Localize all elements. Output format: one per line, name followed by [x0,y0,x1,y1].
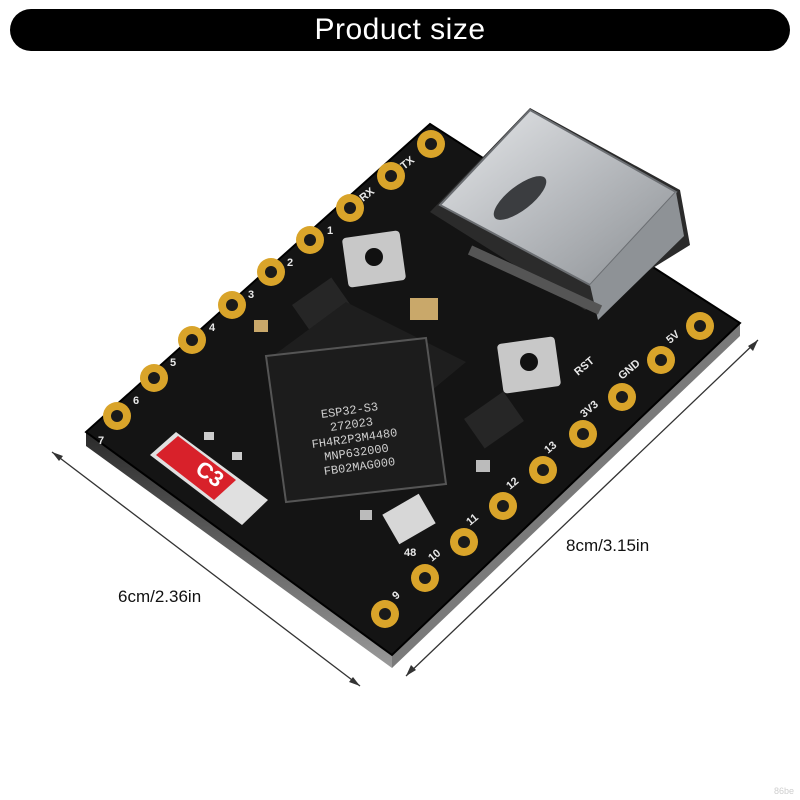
pin-label: 7 [98,435,104,447]
pin-label: 6 [133,395,139,407]
chip-line-2: 272023 [329,415,374,435]
esp32-chip: ESP32-S3 272023 FH4R2P3M4480 MNP632000 F… [264,302,466,504]
pin-label: 48 [404,547,416,559]
watermark-text: 86be [773,786,794,796]
page-title: Product size [314,13,486,46]
small-components [204,277,524,545]
title-bar: Product size [10,9,790,51]
pin-label: 1 [327,225,333,237]
pin-label: 4 [209,322,216,334]
left-pin-pads [103,130,445,430]
usb-c-connector [430,108,690,320]
width-dimension-label: 6cm/2.36in [118,587,202,606]
pin-label: 5 [170,357,176,369]
right-pin-pads [371,312,714,628]
reset-button [497,336,561,394]
dimension-lines [51,339,759,687]
boot-button [342,230,406,288]
pin-label: 3 [248,289,254,301]
length-dimension-label: 8cm/3.15in [566,536,650,555]
pin-label: 2 [287,257,293,269]
